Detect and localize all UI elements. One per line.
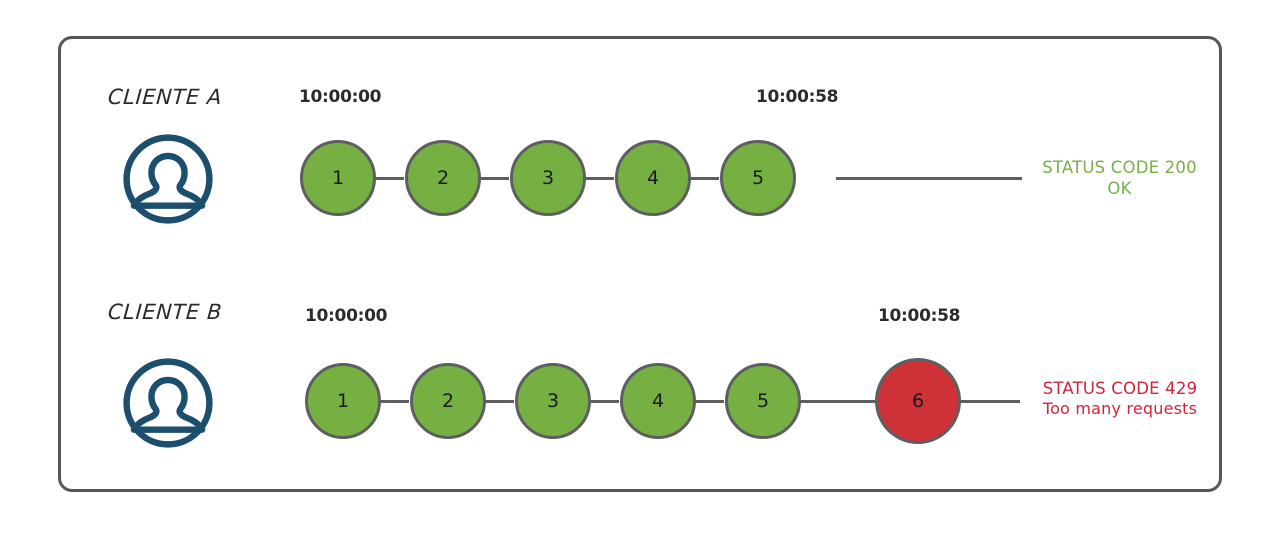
connector bbox=[799, 400, 879, 403]
connector bbox=[379, 400, 409, 403]
request-node[interactable]: 1 bbox=[300, 140, 376, 216]
client-b-label: CLIENTE B bbox=[107, 300, 223, 324]
connector bbox=[689, 177, 719, 180]
status-code-text: STATUS CODE 429 bbox=[1042, 379, 1198, 398]
connector bbox=[694, 400, 724, 403]
request-node[interactable]: 5 bbox=[720, 140, 796, 216]
client-b-status: STATUS CODE 429 Too many requests bbox=[1020, 378, 1220, 420]
request-node[interactable]: 2 bbox=[405, 140, 481, 216]
connector bbox=[589, 400, 619, 403]
status-code-text: STATUS CODE 200 bbox=[1042, 158, 1197, 177]
client-b-start-time: 10:00:00 bbox=[305, 306, 388, 326]
client-b-end-time: 10:00:58 bbox=[878, 306, 961, 326]
status-connector bbox=[836, 177, 1022, 180]
connector bbox=[374, 177, 404, 180]
request-node[interactable]: 4 bbox=[620, 363, 696, 439]
request-node-rate-limited[interactable]: 6 bbox=[875, 358, 961, 444]
connector bbox=[479, 177, 509, 180]
connector bbox=[584, 177, 614, 180]
client-a-label: CLIENTE A bbox=[107, 85, 223, 109]
connector bbox=[484, 400, 514, 403]
client-a-status: STATUS CODE 200 OK bbox=[1022, 157, 1217, 199]
request-node[interactable]: 3 bbox=[515, 363, 591, 439]
status-connector bbox=[955, 400, 1020, 403]
request-node[interactable]: 2 bbox=[410, 363, 486, 439]
status-message-text: Too many requests bbox=[1042, 399, 1198, 419]
client-a-end-time: 10:00:58 bbox=[756, 87, 839, 107]
user-avatar-icon bbox=[122, 357, 214, 449]
request-node[interactable]: 5 bbox=[725, 363, 801, 439]
request-node[interactable]: 1 bbox=[305, 363, 381, 439]
request-node[interactable]: 4 bbox=[615, 140, 691, 216]
user-avatar-icon bbox=[122, 133, 214, 225]
status-message-text: OK bbox=[1107, 179, 1132, 199]
request-node[interactable]: 3 bbox=[510, 140, 586, 216]
client-a-start-time: 10:00:00 bbox=[299, 87, 382, 107]
